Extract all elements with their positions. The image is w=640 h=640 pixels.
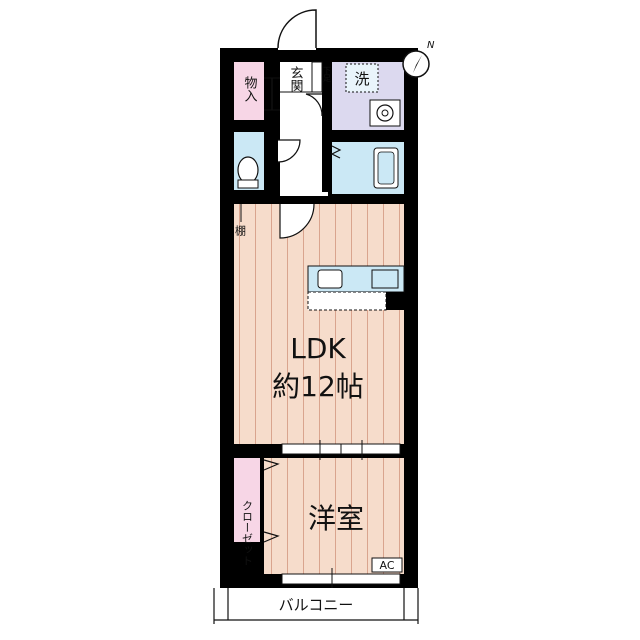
shoe-box-label: 下足: [323, 66, 332, 83]
compass-north-label: N: [427, 40, 435, 51]
toilet-tank: [237, 179, 259, 189]
balcony-window: [281, 573, 401, 585]
bathtub-inner: [377, 151, 395, 185]
laundry-label: 洗: [354, 70, 369, 88]
closet-room: [234, 458, 260, 542]
entrance-floor: [280, 62, 310, 92]
compass-icon: [402, 50, 430, 78]
balcony-label: バルコニー: [279, 596, 354, 614]
ldk-door-swing-icon: [279, 203, 315, 239]
western-floor: [262, 458, 404, 574]
closet-door-lower-icon: [263, 531, 280, 543]
wash-basin-bowl: [376, 104, 394, 122]
storage-label: 物入: [242, 76, 258, 102]
toilet-bowl: [237, 156, 259, 184]
western-room-label: 洋室: [308, 502, 364, 535]
shoe-box: [311, 61, 323, 93]
closet-label: クローゼット: [241, 500, 254, 566]
kitchen-cabinet: [307, 291, 387, 311]
kitchen-wall: [386, 292, 404, 310]
ac-label: AC: [379, 559, 394, 572]
wall-hall-laundry: [322, 62, 332, 192]
wall-toilet-top: [234, 120, 278, 132]
wall-closet-side: [260, 458, 264, 542]
wall-closet-bottom: [234, 542, 264, 574]
ldk-size-label: 約12帖: [272, 370, 364, 403]
wash-basin-drain: [381, 109, 389, 117]
wall-toilet-bottom: [234, 190, 278, 204]
wall-laundry-bath: [332, 130, 404, 142]
entrance-door-swing-icon: [277, 9, 317, 49]
bath-door-icon: [330, 145, 342, 159]
closet-door-upper-icon: [263, 459, 280, 471]
wall-hall-ldk: [278, 196, 404, 204]
kitchen-stove: [371, 269, 399, 289]
ldk-label: LDK: [290, 332, 346, 365]
shelf-label: 棚: [234, 224, 247, 237]
ac-unit: [371, 557, 403, 573]
storage-room: [234, 62, 264, 120]
ldk-floor: [234, 204, 404, 444]
toilet-door-swing-icon: [277, 139, 301, 163]
entrance-label: 玄関: [288, 66, 304, 93]
laundry-pan: [345, 63, 379, 93]
kitchen-sink: [317, 269, 343, 289]
laundry-door-swing-icon: [305, 93, 323, 117]
